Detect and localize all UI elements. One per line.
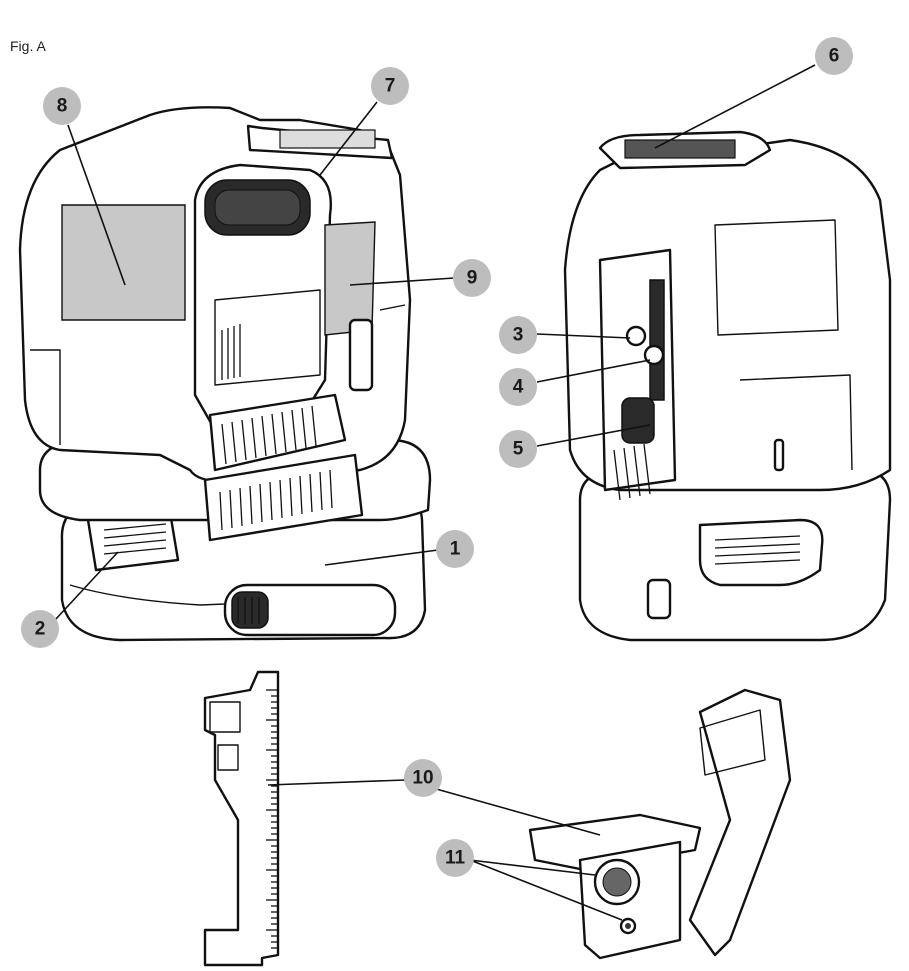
callout-8: 8 bbox=[43, 87, 81, 125]
laser-front-view bbox=[20, 107, 430, 640]
callout-8-label: 8 bbox=[57, 96, 68, 117]
callout-5: 5 bbox=[499, 430, 537, 468]
callout-1: 1 bbox=[436, 530, 474, 568]
callout-11: 11 bbox=[436, 839, 474, 877]
callout-6-label: 6 bbox=[829, 46, 840, 67]
callout-4: 4 bbox=[499, 368, 537, 406]
callout-10-label: 10 bbox=[412, 768, 433, 789]
callout-9: 9 bbox=[453, 259, 491, 297]
callout-9-label: 9 bbox=[467, 268, 478, 289]
callout-4-label: 4 bbox=[513, 377, 524, 398]
magnetic-target-ruler bbox=[205, 672, 278, 965]
callout-5-label: 5 bbox=[513, 439, 524, 460]
callout-7: 7 bbox=[371, 67, 409, 105]
mounting-bracket bbox=[530, 690, 790, 958]
laser-rear-view bbox=[565, 132, 890, 640]
callout-2-label: 2 bbox=[35, 619, 46, 640]
callout-6: 6 bbox=[815, 37, 853, 75]
callout-3: 3 bbox=[499, 316, 537, 354]
callout-7-label: 7 bbox=[385, 76, 396, 97]
callout-3-label: 3 bbox=[513, 325, 524, 346]
callout-2: 2 bbox=[21, 610, 59, 648]
callout-11-label: 11 bbox=[445, 848, 466, 869]
callout-1-label: 1 bbox=[450, 539, 461, 560]
callout-10: 10 bbox=[404, 759, 442, 797]
